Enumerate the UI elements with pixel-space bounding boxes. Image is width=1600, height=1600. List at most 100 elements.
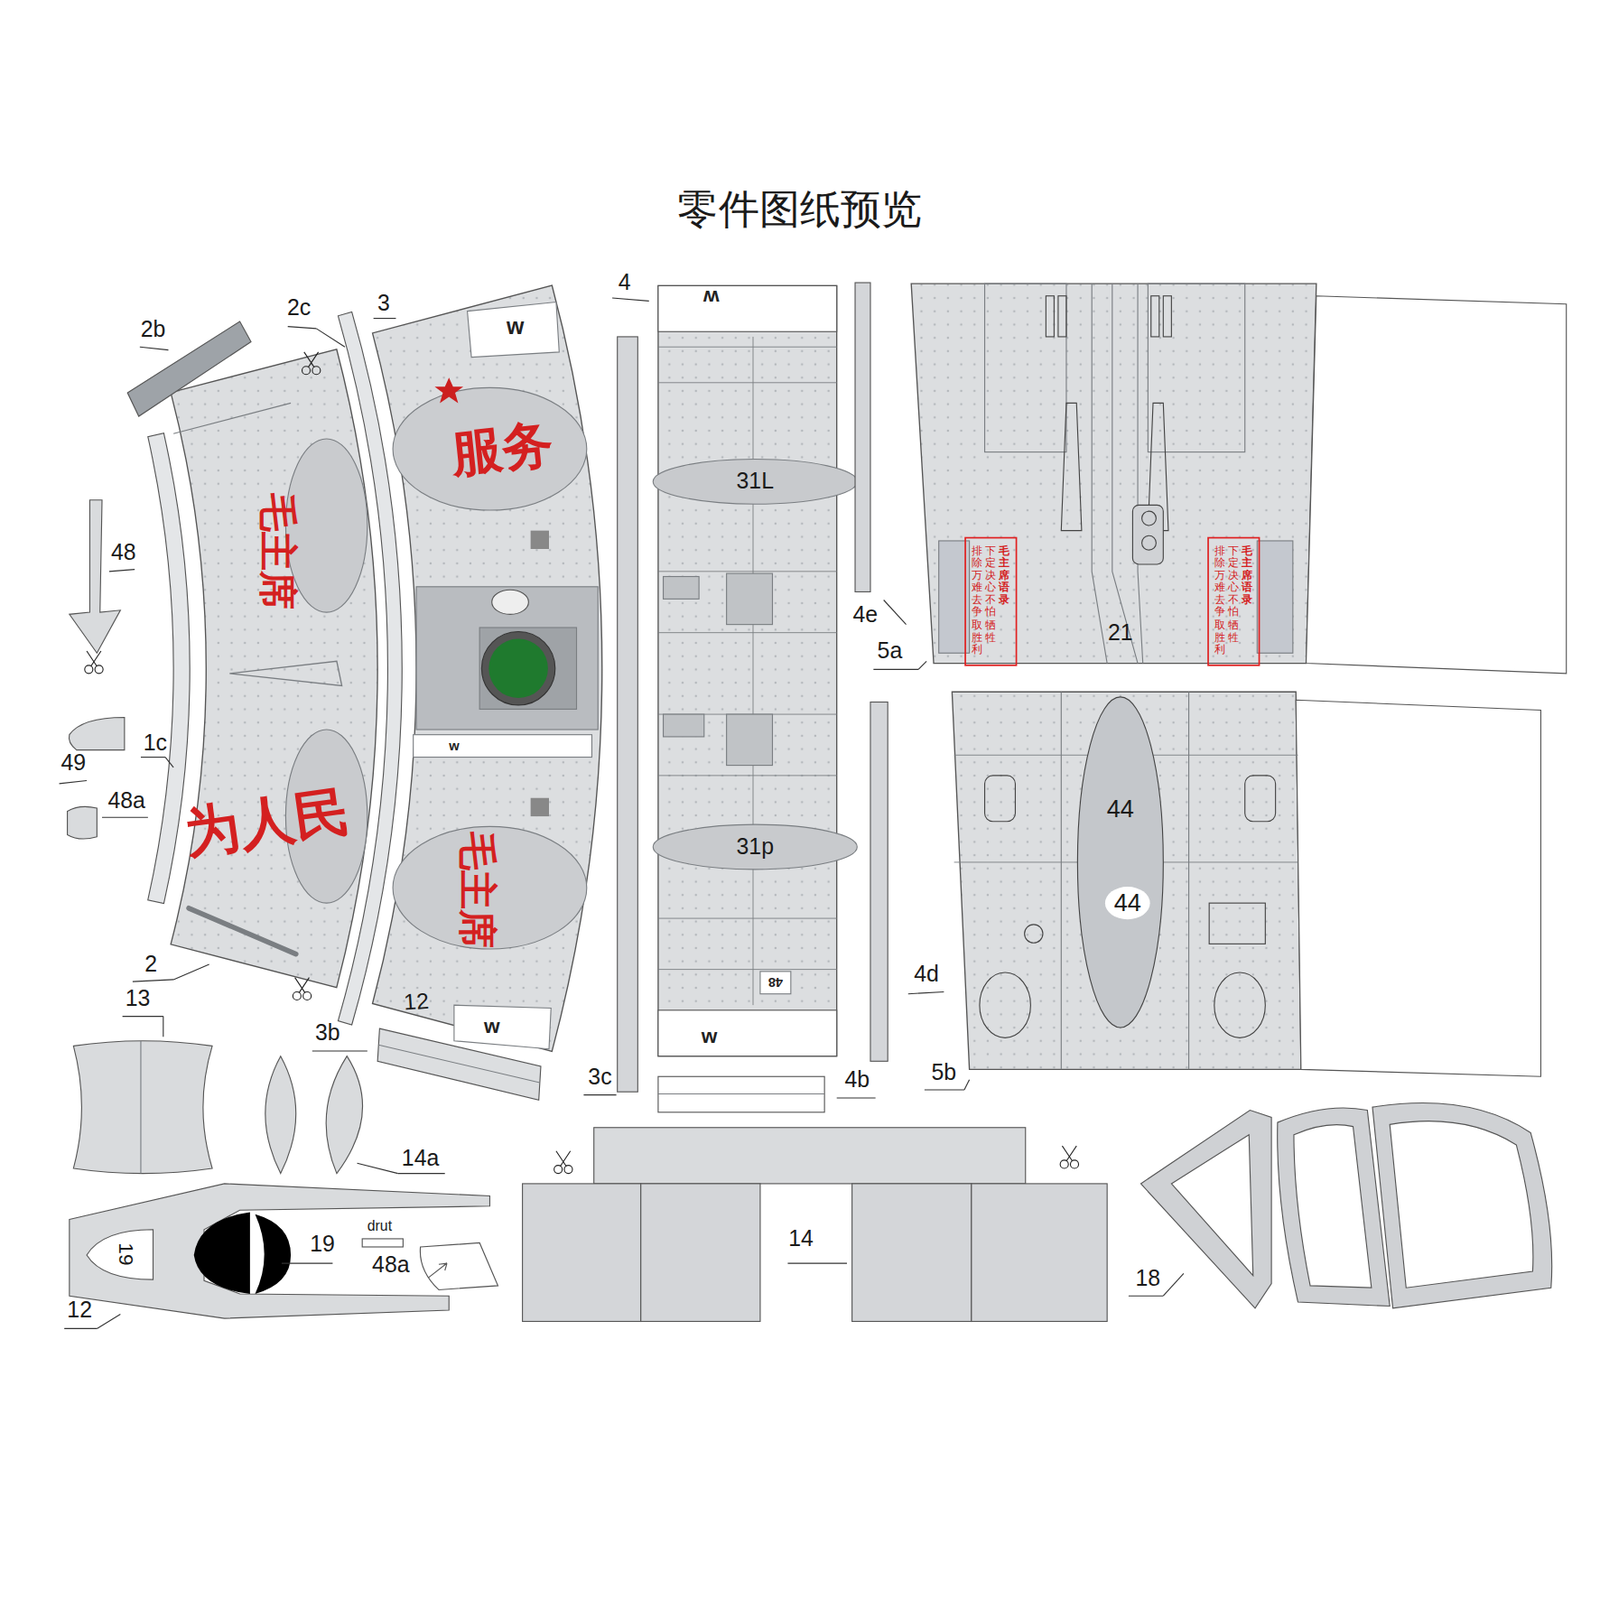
callout-number: 31p [736, 836, 774, 859]
panel-detail [1245, 775, 1276, 822]
callout-number: 49 [61, 752, 87, 775]
panel-detail [1132, 504, 1163, 565]
panel-line [1060, 691, 1189, 1070]
part-panel [641, 1183, 761, 1322]
panel-detail [1162, 296, 1172, 337]
cockpit-area [479, 627, 577, 709]
leader-line [132, 979, 174, 982]
leader-line [59, 781, 88, 784]
part-panel [325, 1056, 363, 1174]
part-panel [68, 716, 124, 750]
leader-line [288, 326, 317, 329]
leader-line [122, 1015, 164, 1017]
quote-text: 排除万难去争取胜利 [971, 544, 983, 656]
cockpit-area [416, 586, 598, 730]
panel-detail [1077, 697, 1163, 1028]
callout-number: w [701, 1025, 718, 1047]
part-panel [69, 500, 121, 654]
callout-number: 1c [143, 731, 168, 754]
quote-text: 下定决心不怕牺牲 [1227, 544, 1239, 643]
scissors-symbol [292, 977, 311, 1001]
callout-number: 13 [125, 987, 151, 1011]
leader-line [281, 1263, 334, 1265]
leader-line [583, 1094, 616, 1096]
quote-text: 下定决心不怕牺牲 [985, 544, 996, 643]
leader-line [837, 1097, 876, 1098]
star [434, 377, 464, 403]
panel-detail [1256, 540, 1294, 653]
panel-detail [530, 798, 549, 817]
callout-number: 14 [788, 1227, 814, 1251]
part-strip [870, 702, 888, 1062]
panel-detail [1024, 924, 1043, 943]
callout-number: 48a [372, 1254, 410, 1277]
panel-detail [1058, 296, 1067, 337]
leader-line [787, 1263, 847, 1265]
panel-detail [652, 459, 857, 505]
quote-text: 毛主席 [457, 831, 497, 949]
callout-number: 44 [1114, 891, 1142, 916]
part-panel [971, 1183, 1107, 1322]
quote-text: 排除万难去争取胜利 [1214, 544, 1226, 656]
black-panel [255, 1214, 292, 1294]
callout-number: 3 [377, 291, 391, 315]
instrument [492, 589, 530, 614]
callout-number: w [703, 288, 720, 309]
quote-text: 为人民 [181, 782, 354, 861]
part-panel [73, 1041, 213, 1174]
white-tab [454, 1004, 551, 1050]
scissors-symbol [302, 352, 321, 375]
instrument-glass [488, 638, 549, 698]
part-panel [658, 285, 838, 1056]
callout-number: 4b [844, 1068, 870, 1091]
part-strip [658, 1076, 825, 1113]
leader-line [964, 1079, 970, 1090]
callout-number: 12 [66, 1299, 93, 1322]
panel-detail [1214, 972, 1266, 1038]
leader-line [312, 1050, 368, 1052]
callout-number: 21 [1107, 621, 1134, 644]
glue-flap [1306, 296, 1567, 674]
panel-detail [1151, 296, 1160, 337]
leader-line [873, 669, 919, 670]
leader-line [1162, 1273, 1184, 1296]
panel-detail [530, 530, 549, 549]
panel-detail [1142, 511, 1157, 526]
canopy-frame [1372, 1103, 1553, 1309]
panel-line [658, 381, 838, 383]
leader-line [102, 817, 149, 819]
panel-detail [726, 714, 773, 766]
callout-number: w [448, 739, 459, 754]
scissors-symbol [554, 1151, 573, 1174]
callout-number: 48 [111, 541, 137, 565]
fold-line [139, 1041, 141, 1174]
callout-number: 5b [931, 1060, 958, 1084]
label-patch [1105, 886, 1151, 920]
panel-detail [760, 971, 791, 995]
panel-detail [663, 714, 705, 737]
leader-line [162, 1016, 164, 1038]
panel-detail [413, 734, 593, 758]
part-panel [911, 283, 1317, 663]
leader-line [109, 569, 135, 572]
part-panel [372, 285, 603, 1052]
quote-text: 服务 [448, 418, 556, 480]
callout-number: 19 [309, 1232, 335, 1256]
panel-detail [188, 908, 297, 955]
panel-detail [1142, 535, 1157, 550]
window-area [392, 387, 587, 511]
quote-frame [1208, 538, 1260, 666]
callout-number: 19 [116, 1242, 138, 1266]
fold-line [658, 1093, 825, 1095]
leader-line [373, 317, 397, 319]
part-panel [67, 806, 98, 839]
window-area [392, 826, 587, 949]
callout-number: 3b [315, 1021, 341, 1044]
callout-number: 44 [1106, 797, 1135, 822]
part-strip [148, 433, 190, 904]
panel-line [1147, 283, 1245, 452]
scissors-symbol [1060, 1145, 1079, 1169]
part-strip [855, 282, 871, 592]
leader-line [883, 600, 907, 625]
white-tab [658, 285, 838, 332]
